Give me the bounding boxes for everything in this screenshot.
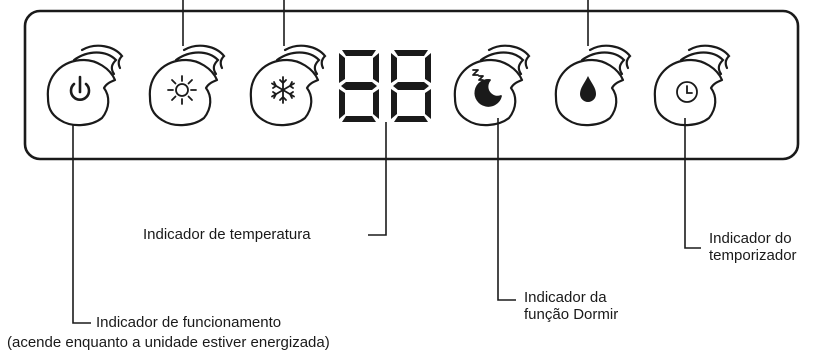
timer-callout-line bbox=[684, 118, 701, 249]
power-indicator bbox=[46, 44, 124, 127]
temperature-display bbox=[339, 50, 431, 122]
timer-indicator bbox=[653, 44, 731, 127]
sleep-label-line-1: Indicador da bbox=[524, 289, 607, 306]
digit-right bbox=[391, 50, 431, 122]
callout-lines bbox=[72, 118, 701, 324]
dry-indicator bbox=[554, 44, 632, 127]
moon-sleep-icon bbox=[472, 69, 502, 107]
temperature-callout-line bbox=[368, 122, 387, 236]
sleep-label-line-2: função Dormir bbox=[524, 306, 619, 323]
power-indicator-label-line-2: (acende enquanto a unidade estiver energ… bbox=[7, 334, 330, 351]
temperature-indicator-label: Indicador de temperatura bbox=[143, 226, 311, 243]
clock-icon bbox=[676, 81, 698, 103]
cool-indicator bbox=[249, 44, 327, 127]
sleep-indicator-label: Indicador da função Dormir bbox=[524, 289, 618, 323]
sun-icon bbox=[167, 75, 197, 105]
digit-left bbox=[339, 50, 379, 122]
heat-indicator bbox=[148, 44, 226, 127]
water-drop-icon bbox=[580, 76, 596, 102]
power-indicator-label-line-1: Indicador de funcionamento bbox=[96, 314, 282, 331]
snowflake-icon bbox=[271, 76, 295, 104]
top-leader-lines bbox=[182, 0, 589, 46]
sleep-indicator bbox=[453, 44, 531, 127]
power-icon bbox=[69, 75, 91, 101]
timer-label-line-2: temporizador bbox=[709, 247, 797, 264]
timer-indicator-label: Indicador do temporizador bbox=[709, 230, 797, 264]
timer-label-line-1: Indicador do bbox=[709, 230, 792, 247]
control-panel-frame bbox=[23, 9, 800, 161]
power-callout-line bbox=[72, 124, 91, 324]
sleep-callout-line bbox=[497, 118, 516, 301]
